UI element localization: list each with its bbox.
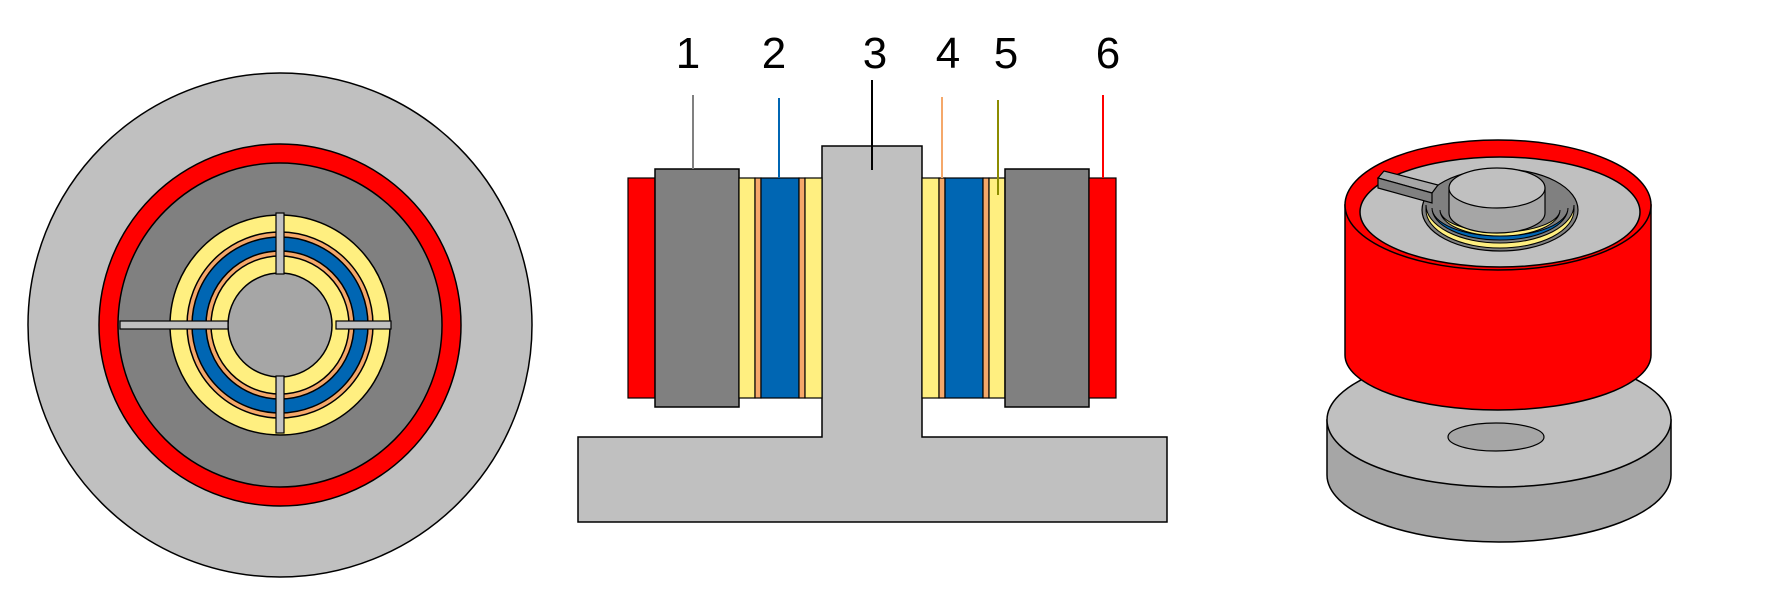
left-magnet bbox=[654, 168, 740, 408]
label-3: 3 bbox=[863, 29, 887, 78]
iso-blue-coil bbox=[1431, 207, 1569, 241]
cross-section-view: 1 2 3 4 5 6 bbox=[577, 29, 1168, 523]
label-2: 2 bbox=[762, 29, 786, 78]
right-yellow-inner bbox=[921, 177, 940, 399]
iso-center-stub bbox=[1447, 422, 1545, 452]
isometric-view bbox=[1326, 139, 1672, 543]
slot-left bbox=[119, 320, 229, 330]
label-6: 6 bbox=[1096, 29, 1120, 78]
slot-top bbox=[275, 212, 285, 275]
left-blue-coil bbox=[760, 177, 800, 399]
right-magnet bbox=[1004, 168, 1090, 408]
right-blue-coil bbox=[944, 177, 984, 399]
slot-right bbox=[335, 320, 392, 330]
iso-yellow-ring bbox=[1425, 204, 1575, 249]
right-yellow-outer bbox=[988, 177, 1006, 399]
iso-lead-tab-side bbox=[1377, 177, 1433, 204]
iso-center-pole-top bbox=[1448, 167, 1546, 209]
label-4: 4 bbox=[936, 29, 960, 78]
left-orange-outer bbox=[754, 177, 762, 399]
left-yellow-inner bbox=[804, 177, 823, 399]
right-orange-inner bbox=[938, 177, 946, 399]
right-red-shell bbox=[1088, 177, 1117, 399]
left-yellow-outer bbox=[738, 177, 756, 399]
right-orange-outer bbox=[982, 177, 990, 399]
left-orange-inner bbox=[798, 177, 806, 399]
label-5: 5 bbox=[994, 29, 1018, 78]
label-1: 1 bbox=[676, 29, 700, 78]
left-red-shell bbox=[627, 177, 656, 399]
top-view bbox=[27, 72, 533, 578]
slot-bottom bbox=[275, 375, 285, 434]
center-pole bbox=[227, 272, 333, 378]
